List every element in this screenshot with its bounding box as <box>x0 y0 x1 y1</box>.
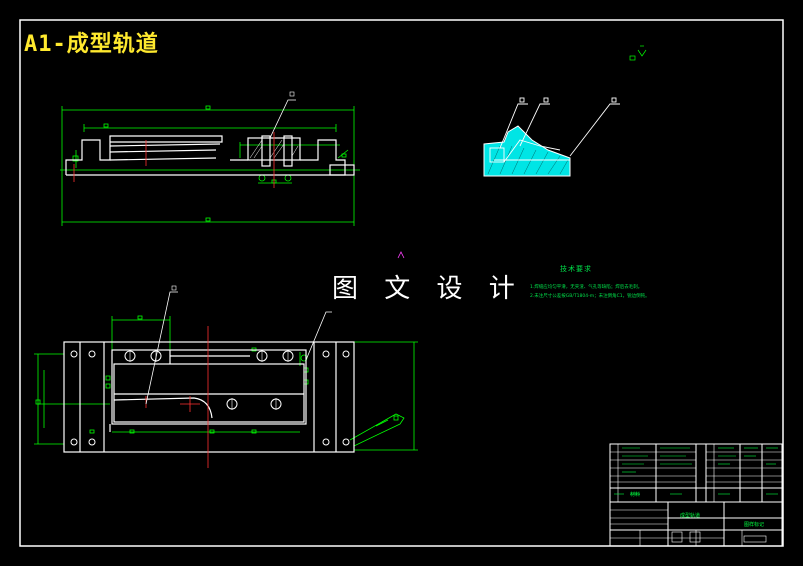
watermark-text: 图 文 设 计 <box>332 274 524 304</box>
title-block <box>609 443 783 547</box>
drawing-title: A1-成型轨道 <box>24 32 159 57</box>
title-block-material-label: 材料 <box>630 492 641 498</box>
drawing-frame <box>19 19 784 547</box>
side-section-view <box>483 45 647 177</box>
title-block-part-label: 成型轨道 <box>680 513 701 519</box>
tech-requirement-line: 2.未注尺寸公差按GB/T1804-m；未注倒角C1，锐边倒钝。 <box>530 294 650 299</box>
title-block-sheet-label: 图样标记 <box>744 522 765 528</box>
front-view <box>60 91 360 226</box>
plan-view <box>34 285 418 468</box>
tech-requirements-title: 技术要求 <box>560 265 592 273</box>
center-marker <box>397 251 405 259</box>
tech-requirement-line: 1.焊缝应均匀平滑，无夹渣、气孔等缺陷；焊后去毛刺。 <box>530 285 643 290</box>
